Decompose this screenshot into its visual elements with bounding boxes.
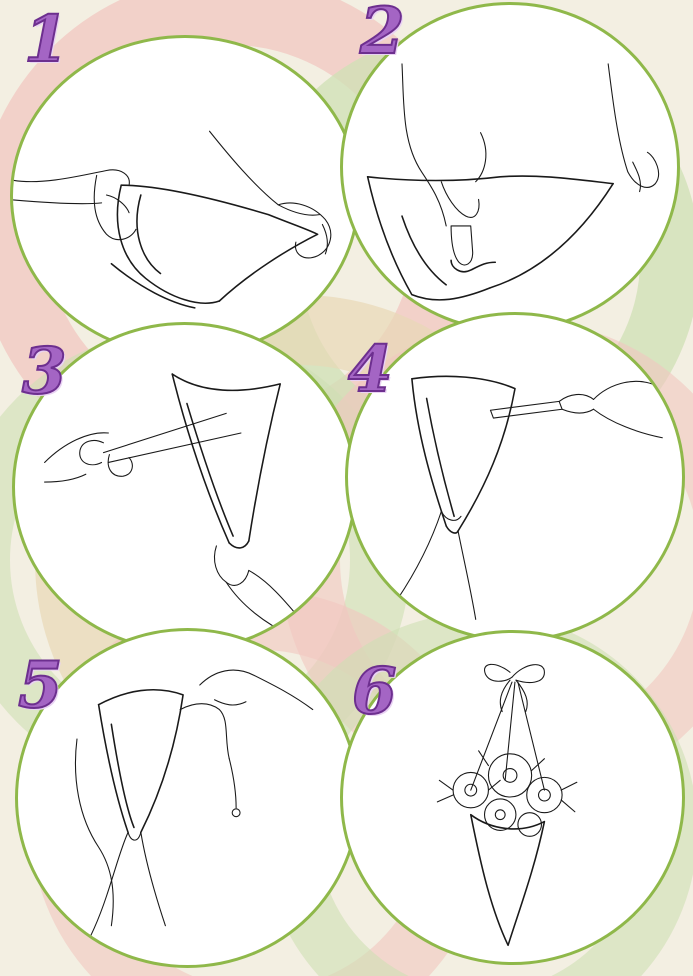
step-5-panel [15,628,360,968]
step-2-number: 2 [360,0,405,64]
step-5-number: 5 [18,654,63,718]
step-6-number: 6 [352,660,397,724]
step-4-panel [345,312,685,642]
step-5-illustration [18,631,357,965]
step-3-number: 3 [22,340,67,404]
step-4-illustration [348,315,682,639]
step-4-number: 4 [348,338,393,402]
step-1-number: 1 [24,8,69,72]
step-1-illustration [13,38,357,354]
step-1-panel [10,35,360,357]
